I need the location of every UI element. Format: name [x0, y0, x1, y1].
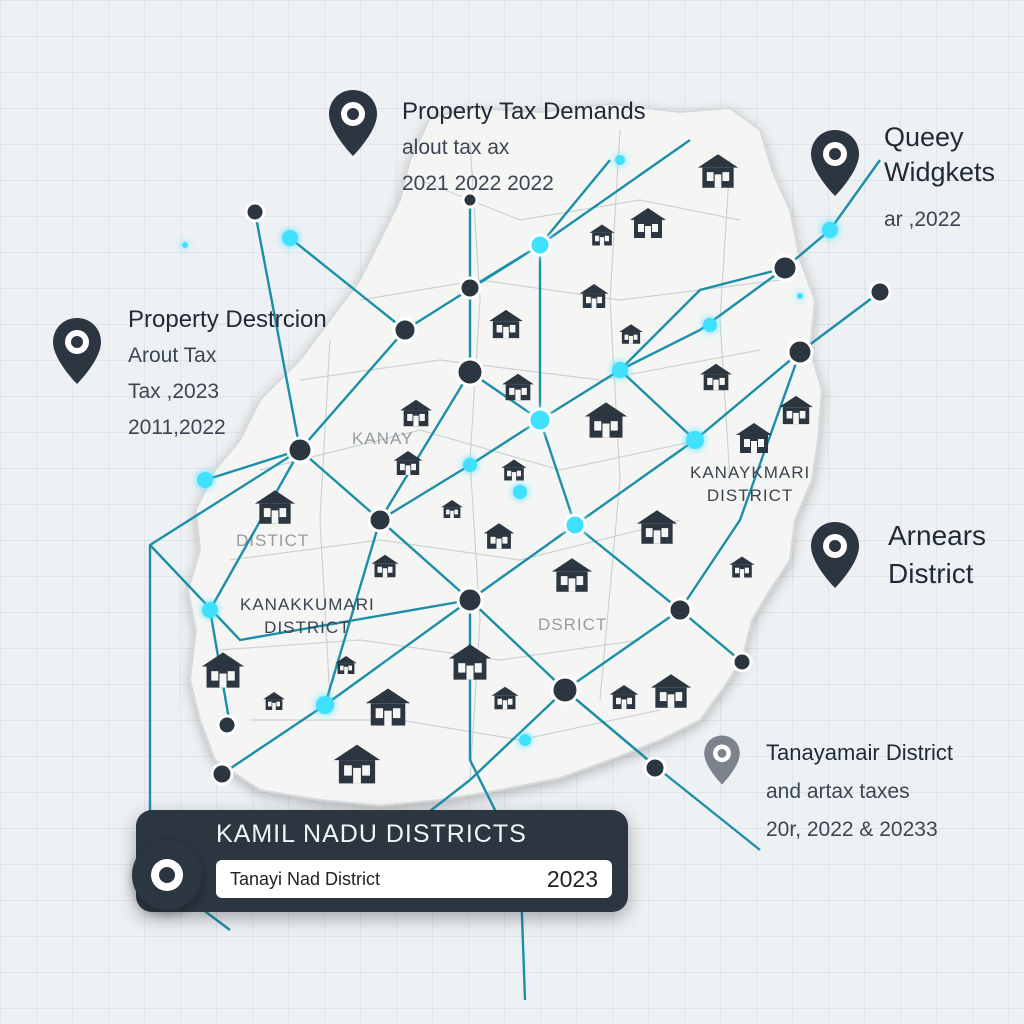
map-label-kanay: KANAY: [352, 429, 414, 448]
map-pin-icon[interactable]: [50, 316, 104, 386]
callout-years: 2011,2022: [128, 416, 226, 439]
map-label-district-small: DISTICT: [236, 531, 310, 550]
callout-query-widgets: Queey Widgkets ar ,2022: [884, 122, 995, 232]
map-pin-icon[interactable]: [702, 734, 742, 786]
map-label-kanakkumari-left: KANAKKUMARI DISTRICT: [240, 595, 375, 637]
callout-title: Queey: [884, 122, 964, 152]
callout-years: ar ,2022: [884, 208, 962, 231]
callout-tanayamair-district: Tanayamair District and artax taxes 20r,…: [766, 740, 953, 842]
map-pin-icon[interactable]: [808, 520, 862, 590]
map-label-kanakkumari-right: KANAYKMARI DISTRICT: [690, 463, 811, 505]
location-pin-icon: [132, 840, 202, 910]
callout-arrears-district: Arnears District: [888, 520, 986, 590]
callout-title: Arnears: [888, 520, 987, 551]
callout-property-destruction: Property Destrcion Arout Tax Tax ,2023 2…: [128, 306, 327, 440]
map-pin-icon[interactable]: [808, 128, 862, 198]
callout-title: Property Tax Demands: [402, 98, 646, 125]
callout-title-2: District: [888, 558, 974, 589]
legend-panel[interactable]: KAMIL NADU DISTRICTS Tanayi Nad District…: [136, 810, 628, 912]
callout-title: Tanayamair District: [766, 740, 954, 765]
legend-district-name: Tanayi Nad District: [230, 869, 381, 889]
callout-years: 20r, 2022 & 20233: [766, 818, 938, 841]
callout-years: 2021 2022 2022: [402, 172, 554, 195]
callout-text: Arout Tax: [128, 344, 217, 367]
callout-property-tax-demands: Property Tax Demands alout tax ax 2021 2…: [402, 98, 646, 196]
legend-title: KAMIL NADU DISTRICTS: [216, 820, 527, 848]
network-nodes-glow: [182, 155, 838, 746]
callout-title: Property Destrcion: [128, 306, 327, 333]
callout-text: and artax taxes: [766, 780, 910, 803]
legend-district-field[interactable]: Tanayi Nad District 2023: [216, 860, 612, 898]
map-pin-icon[interactable]: [326, 88, 380, 158]
map-label-dsrict: DSRICT: [538, 615, 608, 634]
callout-text: alout tax ax: [402, 136, 510, 159]
callout-text-2: Tax ,2023: [128, 380, 220, 403]
legend-year: 2023: [546, 866, 598, 892]
network-nodes-dark: [210, 191, 892, 786]
callout-title-2: Widgkets: [884, 157, 996, 187]
